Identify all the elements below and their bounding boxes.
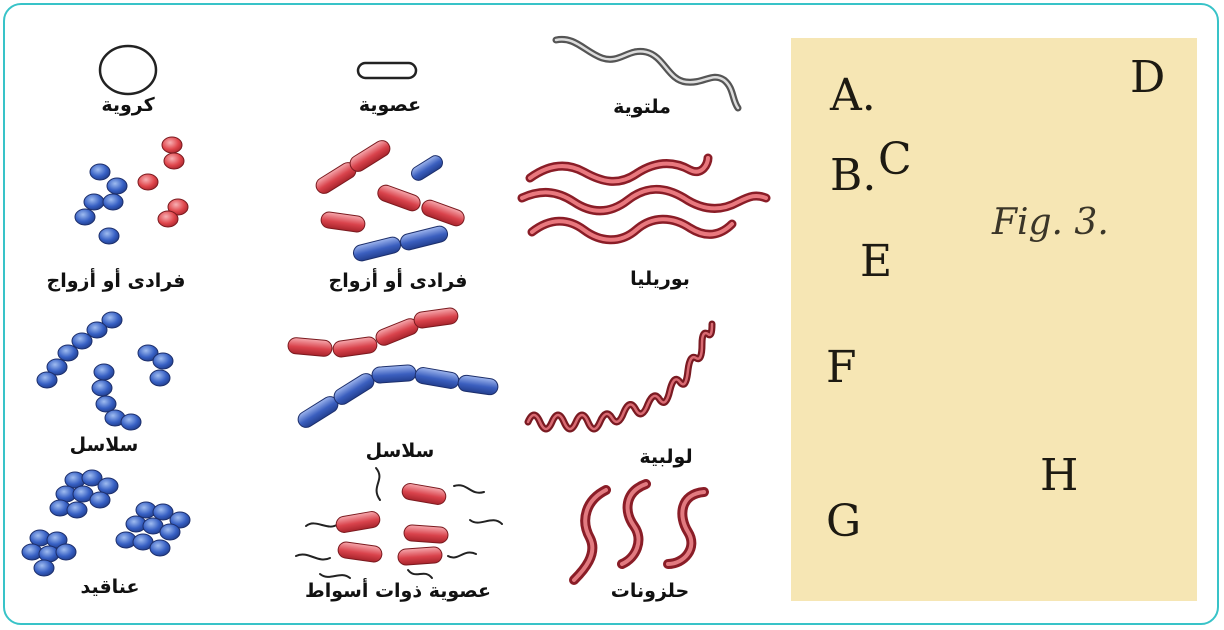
label-borrelia: بوريليا bbox=[630, 268, 690, 290]
label-staphylococci: عناقيد bbox=[80, 576, 139, 598]
label-streptobacilli: سلاسل bbox=[366, 440, 435, 462]
diplobacilli-icon bbox=[313, 138, 466, 263]
coccus-outline-icon bbox=[100, 46, 156, 94]
diplococci-icon bbox=[75, 137, 188, 244]
borrelia-icon bbox=[522, 158, 766, 240]
letter-d: D bbox=[1130, 56, 1165, 100]
letter-b: B. bbox=[830, 154, 876, 198]
label-flagellated-bacilli: عصوية ذوات أسواط bbox=[305, 580, 491, 602]
letter-g: G bbox=[826, 500, 861, 544]
staphylococci-icon bbox=[22, 470, 190, 576]
label-diplobacilli: فرادى أو أزواج bbox=[329, 270, 468, 292]
letter-a: A. bbox=[830, 74, 876, 118]
streptococci-icon bbox=[37, 312, 173, 430]
flagellated-bacilli-icon bbox=[296, 468, 502, 578]
label-spirochete: لولبية bbox=[639, 446, 692, 468]
letter-h: H bbox=[1040, 454, 1078, 498]
label-bacillus: عصوية bbox=[359, 94, 421, 116]
label-spirillum: ملتوية bbox=[613, 96, 671, 118]
label-streptococci: سلاسل bbox=[70, 434, 139, 456]
streptobacilli-icon bbox=[287, 307, 499, 430]
letter-c: C bbox=[878, 138, 912, 182]
letter-e: E bbox=[860, 240, 892, 284]
bacillus-outline-icon bbox=[358, 63, 416, 78]
label-diplococci: فرادى أو أزواج bbox=[47, 270, 186, 292]
spirochete-icon bbox=[528, 324, 712, 429]
vibrio-icon bbox=[574, 484, 704, 580]
label-vibrio: حلزونات bbox=[611, 580, 689, 602]
figure-caption: Fig. 3. bbox=[992, 202, 1109, 243]
letter-f: F bbox=[826, 346, 857, 390]
label-coccus: كروية bbox=[101, 94, 154, 116]
